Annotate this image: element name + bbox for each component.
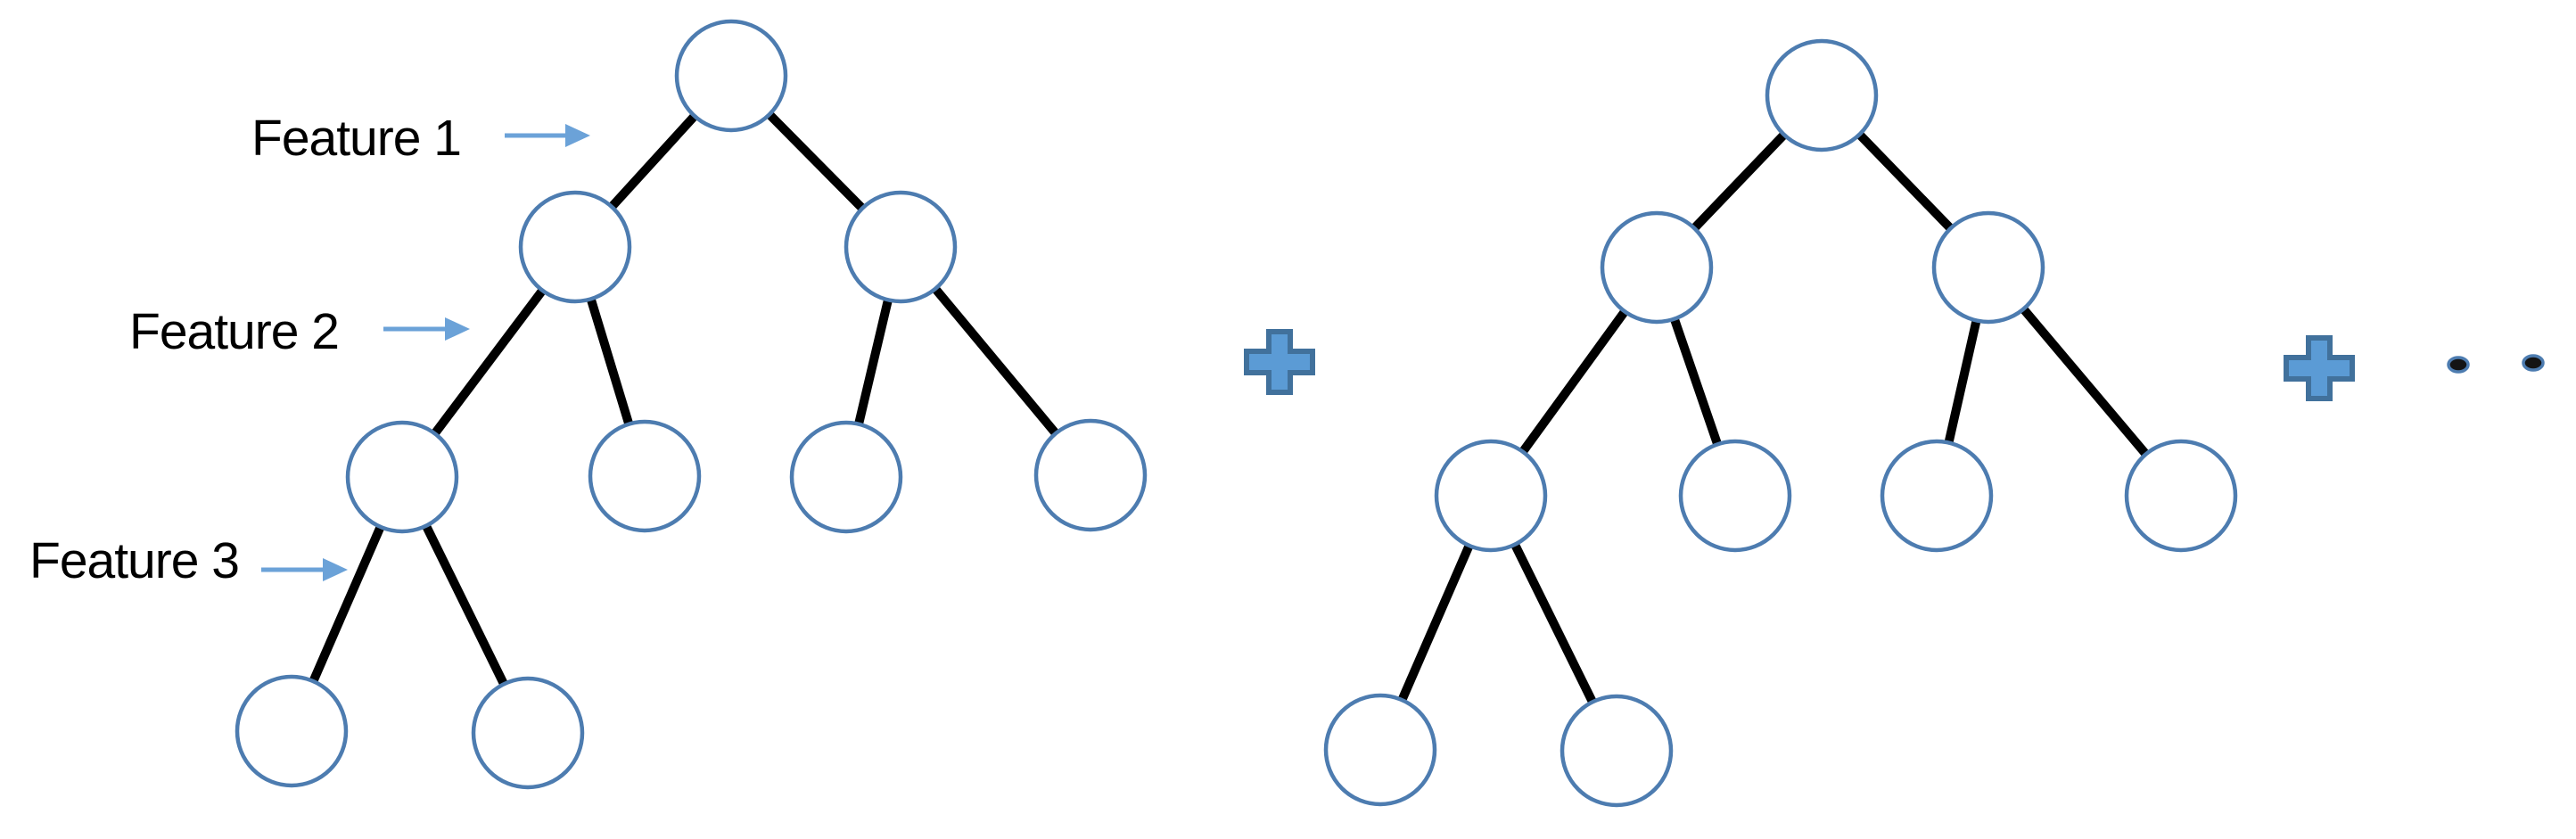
tree-1-node-l3-2 — [588, 419, 702, 533]
tree-1-node-leaf-1 — [235, 674, 349, 788]
plus-1-icon — [1244, 329, 1315, 395]
feature-2-label: Feature 2 — [129, 303, 339, 360]
tree-1-node-l2-right — [844, 190, 958, 304]
tree-2-node-l2-left — [1600, 210, 1714, 325]
tree-2-node-l3-3 — [1880, 439, 1994, 553]
feature-1-label: Feature 1 — [251, 110, 461, 167]
tree-1-node-l3-4 — [1033, 418, 1148, 532]
tree-2-node-l3-1 — [1434, 439, 1548, 553]
feature-3-arrow-head-icon — [323, 558, 348, 581]
feature-3-label: Feature 3 — [29, 532, 239, 589]
feature-1-arrow-head-icon — [565, 124, 590, 147]
tree-1-node-root — [674, 19, 788, 133]
tree-1-node-leaf-2 — [471, 676, 585, 790]
tree-1-node-l3-3 — [789, 420, 903, 534]
nodes-layer — [235, 19, 2238, 808]
plus-2-icon — [2284, 335, 2355, 401]
tree-2-node-l2-right — [1931, 210, 2045, 325]
tree-2-node-root — [1765, 38, 1879, 152]
edges-layer — [287, 72, 2185, 753]
labels-layer: Feature 1 Feature 2 Feature 3 — [29, 110, 590, 589]
tree-1-node-l2-left — [518, 190, 632, 304]
dot-2-icon — [2522, 354, 2545, 372]
tree-2-node-leaf-2 — [1560, 694, 1674, 808]
tree-2-node-l3-4 — [2124, 439, 2238, 553]
tree-1-node-l3-1 — [345, 420, 459, 534]
operators-layer — [1244, 329, 2545, 401]
dot-1-icon — [2447, 356, 2470, 374]
tree-2-node-leaf-1 — [1323, 693, 1437, 807]
tree-2-node-l3-2 — [1678, 439, 1792, 553]
feature-2-arrow-head-icon — [445, 317, 470, 341]
